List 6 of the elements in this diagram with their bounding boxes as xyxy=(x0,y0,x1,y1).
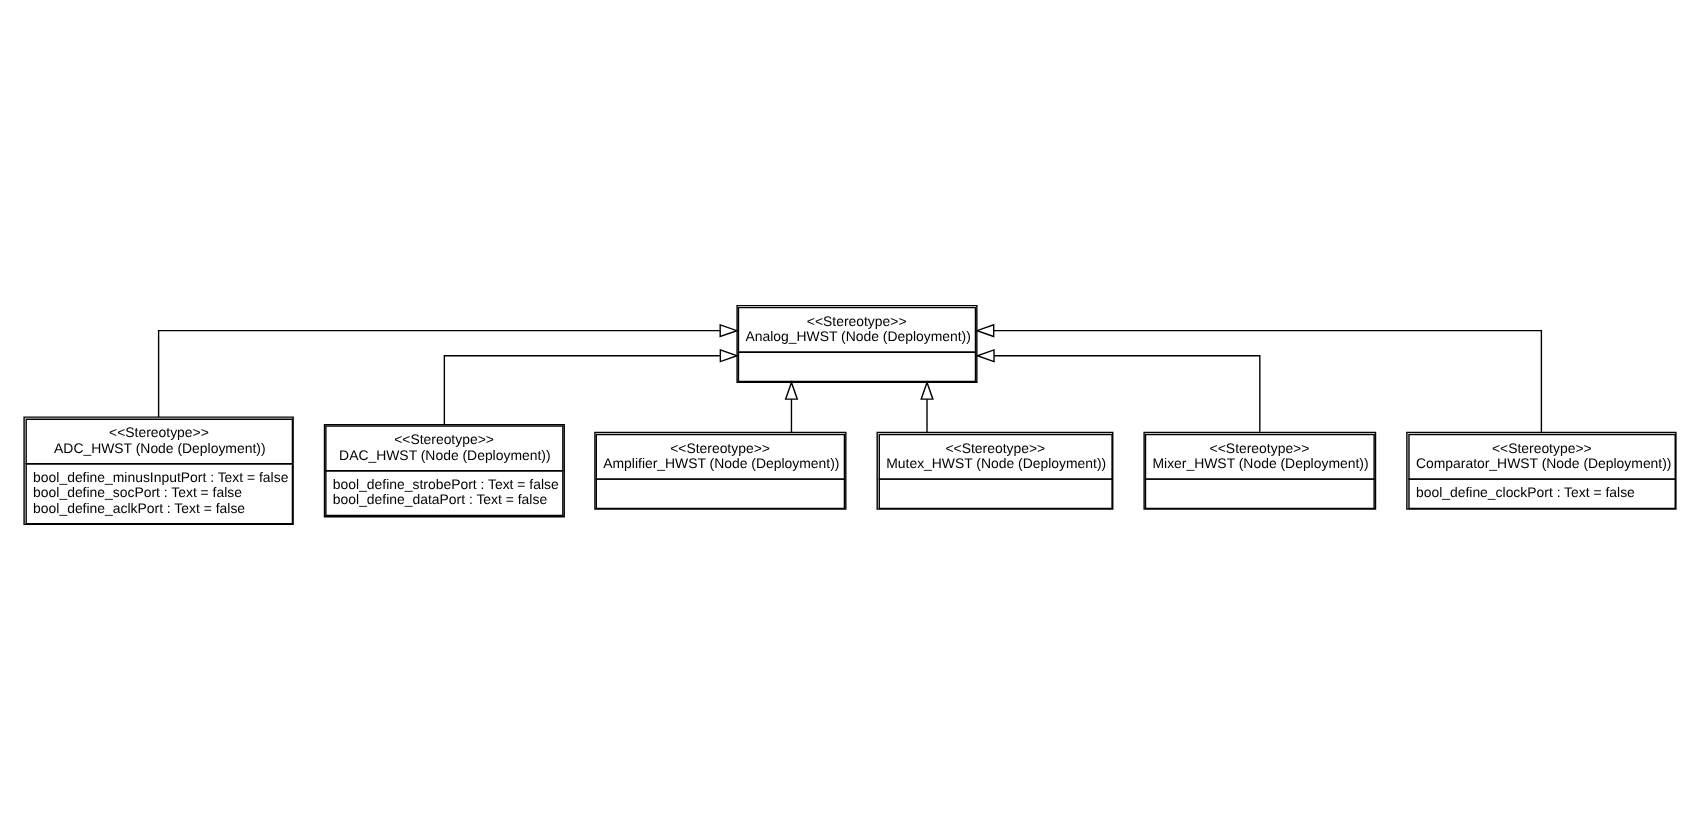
arrow xyxy=(974,322,1543,432)
arrow xyxy=(975,347,1261,432)
arrow xyxy=(157,322,740,417)
arrow xyxy=(443,347,740,425)
arrow xyxy=(920,379,934,432)
arrow xyxy=(784,379,799,432)
